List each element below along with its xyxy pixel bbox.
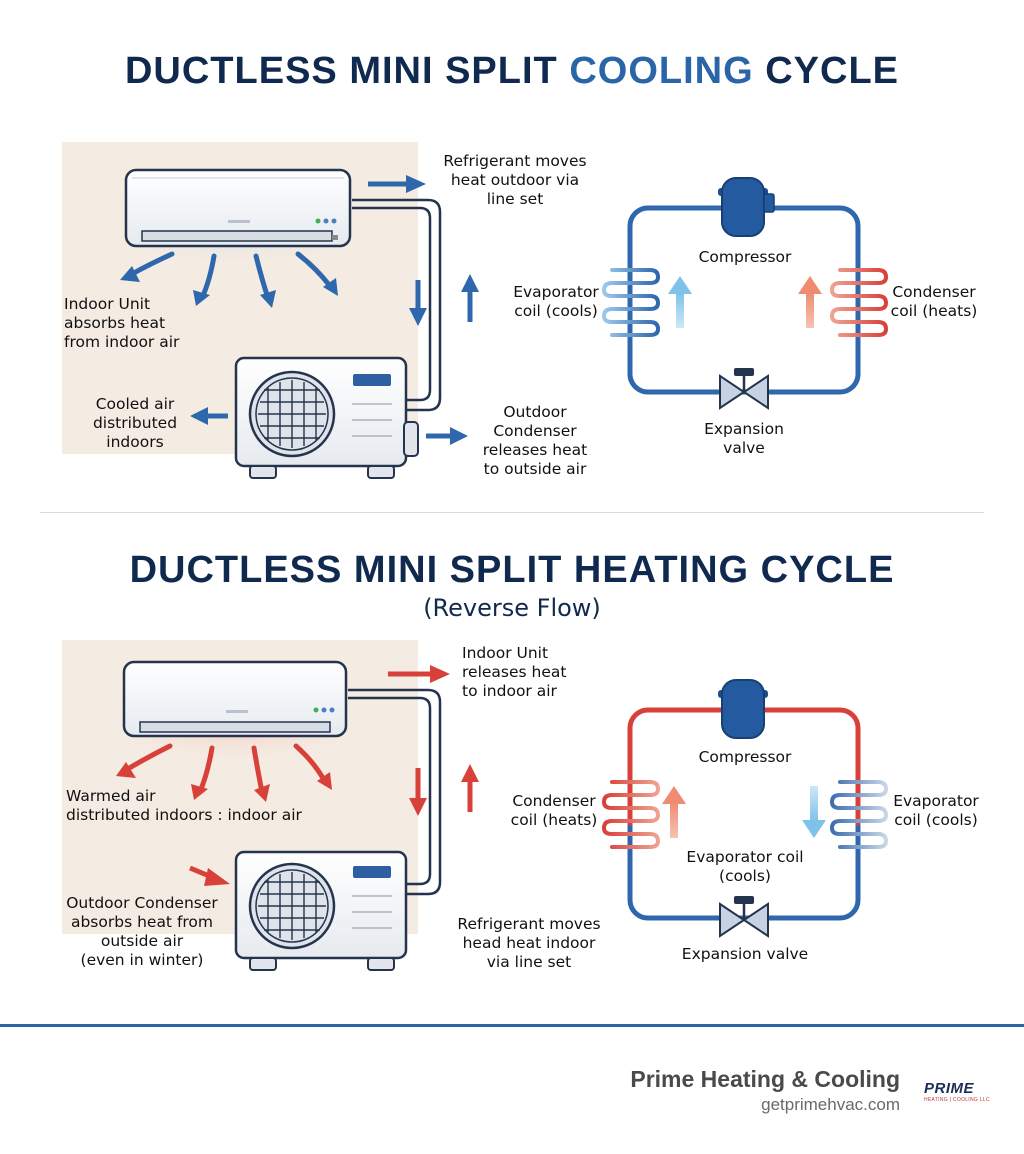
heating-diagram xyxy=(62,640,889,971)
cooling-refrigerant-loop xyxy=(601,177,889,410)
heat-loop-expansion: Expansion valve xyxy=(681,945,809,963)
footer-brand: Prime Heating & Cooling getprimehvac.com xyxy=(630,1066,900,1115)
section-divider xyxy=(40,512,984,513)
evaporator-coil-icon xyxy=(601,268,661,337)
company-name: Prime Heating & Cooling xyxy=(630,1066,900,1092)
heat-loop-evaporator-mid: Evaporator coil(cools) xyxy=(686,848,804,885)
heat-loop-compressor: Compressor xyxy=(698,748,792,766)
cooling-title: DUCTLESS MINI SPLIT COOLING CYCLE xyxy=(124,50,900,92)
heating-title: DUCTLESS MINI SPLIT HEATING CYCLE xyxy=(129,549,895,591)
expansion-valve-icon xyxy=(719,368,769,410)
heating-subtitle: (Reverse Flow) xyxy=(423,594,601,622)
outdoor-unit xyxy=(234,356,419,479)
heating-refrigerant-loop xyxy=(601,679,889,938)
compressor-icon xyxy=(718,679,768,739)
line-set-arrows xyxy=(409,274,479,326)
expansion-valve-icon xyxy=(719,896,769,938)
cool-loop-compressor: Compressor xyxy=(698,248,792,266)
indoor-unit xyxy=(122,660,348,738)
compressor-icon xyxy=(718,177,775,237)
company-url[interactable]: getprimehvac.com xyxy=(761,1095,900,1114)
indoor-unit xyxy=(124,168,352,248)
footer-rule xyxy=(0,1024,1024,1027)
outdoor-unit xyxy=(234,850,408,971)
company-logo: PRIME HEATING | COOLING LLC xyxy=(924,1080,990,1103)
condenser-coil-icon xyxy=(829,268,889,337)
condenser-coil-icon xyxy=(601,780,661,849)
cooling-diagram xyxy=(62,142,889,479)
line-set-arrows xyxy=(409,764,479,816)
evaporator-coil-icon xyxy=(829,780,889,849)
